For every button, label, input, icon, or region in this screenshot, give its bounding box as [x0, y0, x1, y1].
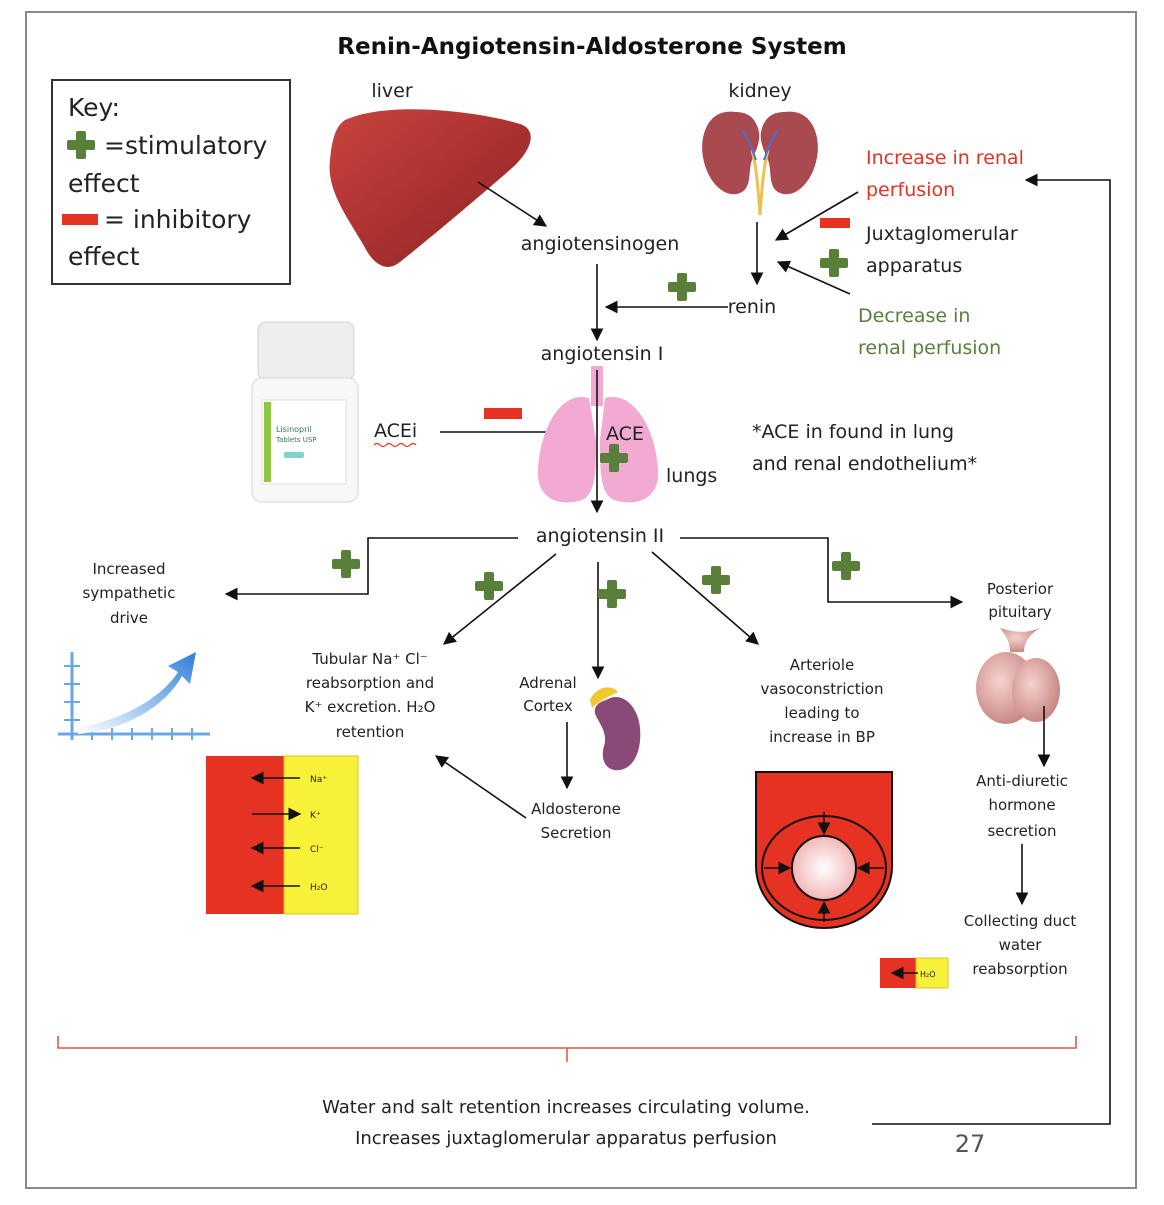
arteriole-text-2: vasoconstriction: [760, 680, 883, 698]
juxtaglomerular-label-2: apparatus: [866, 255, 962, 277]
pill-bottle-label-2: Tablets USP: [275, 436, 317, 444]
summary-bracket: [57, 1036, 1077, 1062]
arteriole-plus-icon: [702, 566, 730, 594]
adrenal-text: Adrenal: [519, 674, 576, 692]
ace-note: *ACE in found in lung: [752, 421, 954, 443]
collecting-duct-text: Collecting duct: [964, 912, 1077, 930]
ion-cl-label: Cl⁻: [310, 845, 324, 855]
sympathetic-plus-icon: [332, 550, 360, 578]
arteriole-text-3: leading to: [784, 704, 859, 722]
juxta-minus-icon: [820, 218, 850, 228]
sympathetic-text-2: sympathetic: [83, 584, 176, 602]
angiotensin-1-label: angiotensin I: [541, 343, 664, 365]
adh-text-2: hormone: [988, 796, 1055, 814]
adh-text: Anti-diuretic: [976, 772, 1068, 790]
arteriole-text-4: increase in BP: [769, 728, 875, 746]
adh-text-3: secretion: [987, 822, 1056, 840]
liver-label: liver: [371, 80, 412, 102]
angiotensinogen-label: angiotensinogen: [521, 233, 679, 255]
key-heading: Key:: [68, 93, 120, 122]
acei-label: ACEi: [374, 420, 417, 442]
ion-na-label: Na⁺: [310, 775, 327, 785]
pituitary-text-2: pituitary: [988, 603, 1051, 621]
tubular-text: Tubular Na⁺ Cl⁻: [311, 650, 427, 668]
arteriole-text: Arteriole: [790, 656, 854, 674]
ace-label: ACE: [606, 423, 644, 445]
ion-exchange-box: Na⁺ K⁺ Cl⁻ H₂O: [206, 755, 359, 915]
tubular-plus-icon: [475, 572, 503, 600]
liver-icon: [329, 109, 531, 267]
footer-text: Water and salt retention increases circu…: [322, 1097, 810, 1118]
aldosterone-text-2: Secretion: [541, 824, 612, 842]
decrease-perfusion-text-2: renal perfusion: [858, 337, 1001, 359]
collecting-duct-text-2: water: [999, 936, 1043, 954]
collecting-duct-box: H₂O: [880, 957, 949, 989]
key-stimulatory-label-2: effect: [68, 169, 140, 198]
feedback-loop-arrow: [872, 173, 1111, 1125]
vasoconstriction-icon: [755, 771, 893, 929]
pituitary-text: Posterior: [987, 580, 1054, 598]
key-inhibitory-label: = inhibitory: [104, 205, 252, 234]
decrease-perfusion-text: Decrease in: [858, 305, 970, 327]
key-box: Key: =stimulatory effect = inhibitory ef…: [51, 79, 291, 285]
juxtaglomerular-label: Juxtaglomerular: [865, 223, 1018, 245]
pill-bottle-image: Lisinopril Tablets USP: [251, 321, 359, 503]
ace-note-2: and renal endothelium*: [752, 453, 977, 475]
key-stimulatory-label: =stimulatory: [104, 131, 268, 160]
outer-frame: [25, 11, 1137, 1189]
increase-perfusion-text: Increase in renal: [866, 147, 1024, 169]
lungs-label: lungs: [666, 465, 717, 487]
key-inhibitory-label-2: effect: [68, 242, 140, 271]
angiotensin-2-label: angiotensin II: [536, 525, 664, 547]
adrenal-text-2: Cortex: [523, 697, 573, 715]
sympathetic-text-3: drive: [110, 609, 148, 627]
acei-minus-icon: [484, 408, 522, 419]
tubular-text-4: retention: [336, 723, 404, 741]
pill-bottle-label: Lisinopril: [276, 425, 312, 434]
key-minus-icon: [62, 214, 98, 225]
ion-h2o-label: H₂O: [310, 883, 327, 893]
rising-graph-icon: [58, 652, 210, 740]
page-number: 27: [955, 1130, 986, 1158]
diagram-title: Renin-Angiotensin-Aldosterone System: [337, 34, 846, 60]
kidney-label: kidney: [728, 80, 791, 102]
increase-perfusion-text-2: perfusion: [866, 179, 955, 201]
juxta-plus-icon: [820, 249, 848, 277]
sympathetic-text: Increased: [92, 560, 165, 578]
adrenal-plus-icon: [598, 580, 626, 608]
collecting-h2o-label: H₂O: [920, 970, 936, 979]
renin-plus-icon: [668, 273, 696, 301]
tubular-text-2: reabsorption and: [306, 674, 434, 692]
pituitary-plus-icon: [832, 552, 860, 580]
aldosterone-text: Aldosterone: [531, 800, 621, 818]
pituitary-icon: [976, 628, 1060, 724]
renin-label: renin: [728, 296, 776, 318]
footer-text-2: Increases juxtaglomerular apparatus perf…: [355, 1128, 777, 1149]
adrenal-kidney-icon: [590, 687, 641, 771]
collecting-duct-text-3: reabsorption: [972, 960, 1067, 978]
tubular-text-3: K⁺ excretion. H₂O: [305, 698, 436, 716]
kidney-icon: [702, 111, 818, 216]
ion-k-label: K⁺: [310, 811, 321, 821]
